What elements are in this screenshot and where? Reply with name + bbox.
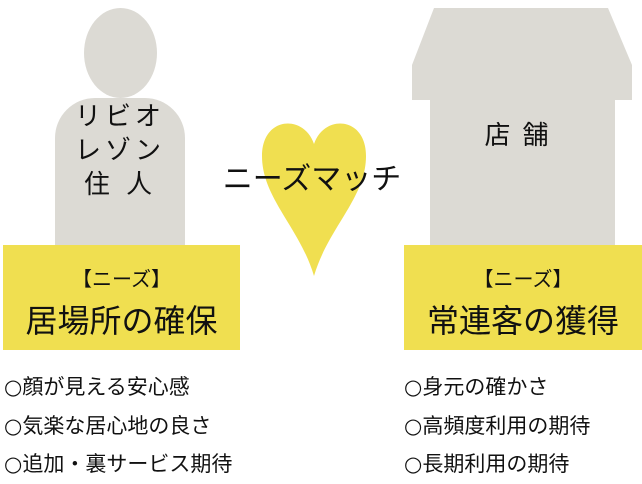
need-tag: 【ニーズ】	[473, 267, 573, 291]
store-house-icon	[412, 8, 632, 277]
need-tag: 【ニーズ】	[72, 267, 171, 291]
resident-label-line: 住 人	[83, 170, 157, 200]
list-item: ○高頻度利用の期待	[404, 413, 591, 438]
need-title: 居場所の確保	[25, 302, 218, 340]
list-item: ○追加・裏サービス期待	[4, 452, 233, 476]
store-need-box: 【ニーズ】 常連客の獲得	[404, 245, 642, 350]
need-title: 常連客の獲得	[426, 302, 619, 340]
resident-label: リビオ レゾン 住 人	[55, 100, 185, 202]
store-label: 店舗	[484, 121, 561, 151]
resident-label-line: リビオ	[74, 102, 165, 132]
list-item: ○長期利用の期待	[404, 452, 570, 476]
heart-icon	[262, 123, 366, 276]
store-need-list: ○身元の確かさ ○高頻度利用の期待 ○長期利用の期待	[404, 368, 590, 484]
list-item: ○身元の確かさ	[404, 375, 549, 399]
resident-need-box: 【ニーズ】 居場所の確保	[3, 245, 240, 350]
list-item: ○気楽な居心地の良さ	[4, 413, 212, 438]
needs-match-label: ニーズマッチ	[222, 162, 402, 197]
resident-need-list: ○顔が見える安心感 ○気楽な居心地の良さ ○追加・裏サービス期待	[4, 368, 232, 484]
person-head	[84, 8, 157, 98]
resident-label-line: レゾン	[74, 136, 165, 166]
list-item: ○顔が見える安心感	[4, 375, 190, 399]
